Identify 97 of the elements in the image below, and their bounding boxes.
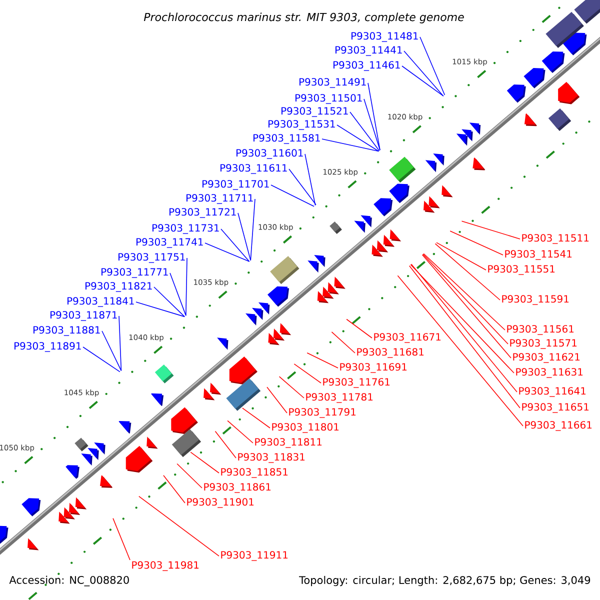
gene-label: P9303_11901 bbox=[187, 498, 254, 508]
leader-line bbox=[294, 364, 322, 384]
gene-label: P9303_11531 bbox=[268, 120, 335, 130]
leader-line bbox=[420, 36, 446, 96]
gene-label: P9303_11771 bbox=[102, 268, 168, 278]
leader-line bbox=[204, 242, 250, 262]
gene-label: P9303_11811 bbox=[255, 438, 322, 448]
gene-label: P9303_11741 bbox=[136, 238, 203, 248]
gene-label: P9303_11461 bbox=[334, 61, 400, 71]
gene-label: P9303_11711 bbox=[186, 194, 253, 204]
gene-label: P9303_11881 bbox=[34, 326, 100, 336]
gene-label: P9303_11631 bbox=[516, 368, 583, 378]
gene-label: P9303_11601 bbox=[236, 149, 303, 159]
gene-label: P9303_11911 bbox=[221, 551, 288, 561]
leader-line bbox=[227, 420, 254, 444]
gene-label: P9303_11861 bbox=[204, 483, 271, 493]
gene-label: P9303_11501 bbox=[296, 94, 362, 104]
leader-line bbox=[288, 168, 316, 206]
gene-label: P9303_11581 bbox=[254, 134, 320, 144]
leader-line bbox=[186, 258, 188, 316]
leader-line bbox=[136, 302, 186, 318]
gene-label: P9303_11441 bbox=[336, 46, 402, 56]
leader-line bbox=[270, 184, 314, 207]
gene-label: P9303_11691 bbox=[340, 363, 407, 373]
leader-line bbox=[112, 518, 130, 560]
leader-line bbox=[82, 346, 120, 372]
gene-label: P9303_11821 bbox=[86, 282, 152, 292]
gene-label: P9303_11841 bbox=[68, 297, 134, 307]
leader-line bbox=[220, 228, 250, 262]
gene-label: P9303_11751 bbox=[118, 253, 185, 263]
gene-label: P9303_11651 bbox=[522, 403, 589, 413]
gene-label: P9303_11671 bbox=[374, 333, 441, 343]
leader-line bbox=[304, 154, 316, 206]
leader-line bbox=[450, 230, 504, 256]
leader-line bbox=[423, 253, 506, 330]
leader-line bbox=[306, 352, 338, 368]
leader-line bbox=[154, 286, 186, 318]
gene-label: P9303_11831 bbox=[238, 453, 305, 463]
gene-label: P9303_11491 bbox=[300, 78, 366, 88]
gene-label: P9303_11791 bbox=[289, 408, 356, 418]
gene-label: P9303_11571 bbox=[510, 339, 577, 349]
gene-label: P9303_11551 bbox=[488, 265, 555, 275]
gene-label: P9303_11591 bbox=[502, 295, 569, 305]
gene-label: P9303_11541 bbox=[505, 250, 572, 260]
leader-line bbox=[242, 408, 270, 428]
title: Prochlorococcus marinus str. MIT 9303, complete genome bbox=[144, 12, 464, 24]
leader-line bbox=[278, 376, 304, 398]
gene-label: P9303_11641 bbox=[519, 387, 586, 397]
leader-line bbox=[322, 138, 380, 152]
gene-label: P9303_11561 bbox=[507, 325, 574, 335]
leader-line bbox=[368, 82, 380, 151]
gene-label: P9303_11701 bbox=[202, 180, 269, 190]
gene-label: P9303_11681 bbox=[357, 348, 424, 358]
gene-label: P9303_11521 bbox=[282, 107, 348, 117]
leader-line bbox=[118, 316, 122, 372]
leader-line bbox=[434, 243, 500, 300]
leader-line bbox=[190, 452, 220, 474]
leader-line bbox=[170, 272, 186, 316]
leader-line bbox=[336, 124, 380, 152]
leader-line bbox=[346, 318, 372, 338]
leader-line bbox=[238, 212, 252, 261]
footer-text: Accession: NC_008820 bbox=[9, 576, 129, 586]
leader-line bbox=[461, 220, 520, 240]
gene-label: P9303_11801 bbox=[272, 423, 339, 433]
gene-label: P9303_11781 bbox=[306, 393, 373, 403]
leader-line bbox=[250, 198, 256, 261]
gene-label: P9303_11871 bbox=[50, 311, 117, 321]
gene-label: P9303_11511 bbox=[522, 234, 589, 244]
gene-label: P9303_11481 bbox=[352, 32, 418, 42]
leader-line bbox=[176, 463, 202, 488]
gene-label: P9303_11891 bbox=[14, 342, 81, 352]
leader-line bbox=[402, 66, 444, 96]
leader-line bbox=[422, 254, 512, 358]
leader-line bbox=[163, 474, 186, 504]
gene-label: P9303_11851 bbox=[221, 468, 288, 478]
leader-line bbox=[404, 50, 444, 96]
leader-line bbox=[138, 496, 220, 556]
leader-line bbox=[410, 264, 514, 374]
leader-line bbox=[214, 430, 236, 458]
leader-line bbox=[350, 112, 380, 152]
gene-label: P9303_11981 bbox=[132, 561, 199, 571]
leader-line bbox=[397, 275, 524, 426]
leader-line bbox=[364, 98, 380, 151]
gene-label: P9303_11611 bbox=[220, 164, 287, 174]
gene-label: P9303_11621 bbox=[513, 353, 580, 363]
gene-label: P9303_11761 bbox=[323, 378, 390, 388]
leader-line bbox=[102, 330, 122, 372]
leader-line bbox=[331, 332, 356, 354]
leader-line bbox=[436, 242, 486, 270]
leader-line bbox=[422, 254, 508, 344]
leader-line bbox=[266, 386, 288, 414]
gene-label: P9303_11731 bbox=[152, 224, 219, 234]
leader-line bbox=[410, 264, 518, 392]
leader-line bbox=[408, 265, 520, 408]
gene-label: P9303_11661 bbox=[525, 421, 592, 431]
gene-label: P9303_11721 bbox=[170, 208, 236, 218]
footer-text: Topology: circular; Length: 2,682,675 bp; Genes: 3,049 bbox=[299, 576, 590, 586]
